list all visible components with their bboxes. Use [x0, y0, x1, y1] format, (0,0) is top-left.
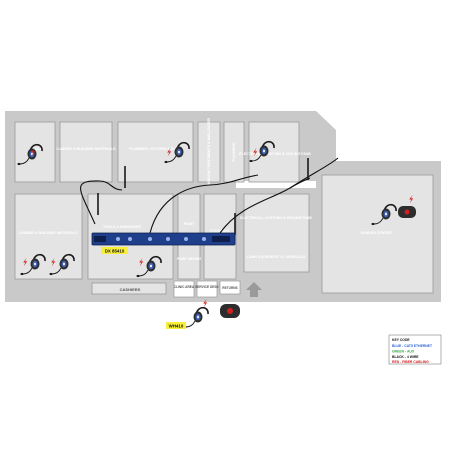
- base-station-label-bg: [101, 247, 128, 254]
- key-item: RED - FIBER CABLING: [392, 360, 429, 364]
- dept-electrical-top-label: ELECTRICAL, LIGHTING & CEILING FANS: [239, 152, 311, 156]
- dept-electrical-label: ELECTRICAL, LIGHTING & CEILING FANS: [240, 216, 312, 220]
- dept-lumber-left-label: LUMBER & BUILDING MATERIALS: [18, 231, 78, 235]
- base-station-dx85410[interactable]: [91, 232, 236, 246]
- dept-lumber-left: [14, 193, 83, 280]
- wh410-label-bg: [166, 322, 186, 329]
- antenna-icon: [234, 213, 236, 235]
- dept-service-desk: [196, 280, 218, 298]
- beltpack-icon: [220, 304, 240, 318]
- headset-icon: [182, 306, 209, 329]
- antenna-icon: [97, 193, 99, 215]
- dept-electrical-lighting: [243, 193, 310, 273]
- beltpack-icon: [398, 206, 416, 218]
- dept-lumber-top-label: LUMBER & BUILDING MATERIALS: [56, 147, 116, 151]
- wh410-label: WH410: [169, 324, 184, 329]
- dept-electrical-top: [248, 121, 300, 183]
- antenna-icon: [124, 166, 126, 188]
- key-item: GREEN - AUX: [392, 350, 415, 354]
- dept-window-treatments-label: WINDOW TREATMENTS & WALLPAPER: [207, 118, 211, 186]
- dept-lumber-top: [59, 121, 113, 183]
- dept-paint-label: PAINT: [184, 222, 195, 226]
- dept-service-desk-label: SERVICE DESK: [195, 285, 219, 289]
- base-station-label: DX 85410: [105, 249, 125, 254]
- dept-clinic: [173, 280, 195, 298]
- dept-returns-label: RETURNS: [222, 286, 237, 290]
- key-item: BLACK - 4 WIRE: [392, 355, 419, 359]
- cable-mid-top: [149, 174, 259, 234]
- dept-garden-center-label: GARDEN CENTER: [360, 231, 392, 235]
- key-title: KEY CODE: [392, 338, 410, 342]
- dept-garden-center: [321, 174, 434, 294]
- dept-returns: [219, 280, 241, 295]
- cable-right-top: [289, 157, 339, 189]
- cable-left-top: [80, 180, 123, 225]
- dept-flooring-top: [223, 121, 245, 183]
- dept-tools-label: TOOLS: [30, 147, 43, 151]
- arrow-up-icon: [246, 282, 262, 297]
- dept-flooring-mid-label: FLOORING: [211, 229, 230, 233]
- dept-plumbing-label: PLUMBING, KITCHEN & BATH: [129, 147, 181, 151]
- antenna-icon: [307, 158, 309, 180]
- dept-tools-hardware-label: TOOLS & HARDWARE: [103, 225, 142, 229]
- key-code-legend: KEY CODE BLUE - CAT5 ETHERNET GREEN - AU…: [388, 334, 442, 365]
- key-item: BLUE - CAT5 ETHERNET: [392, 344, 433, 348]
- dept-clinic-label: CLINIC AREA: [174, 285, 195, 289]
- dept-lawn-label: LAWN EQUIPMENT & CHEMICALS: [247, 255, 306, 259]
- dept-flooring-top-label: FLOORING: [232, 142, 236, 161]
- dept-cashiers: [91, 282, 167, 295]
- dept-cashiers-label: CASHIERS: [120, 287, 141, 292]
- dept-window-treatments: [197, 121, 221, 183]
- dept-paint-mixing-label: PAINT MIXING: [177, 257, 201, 261]
- cable-right: [219, 177, 311, 234]
